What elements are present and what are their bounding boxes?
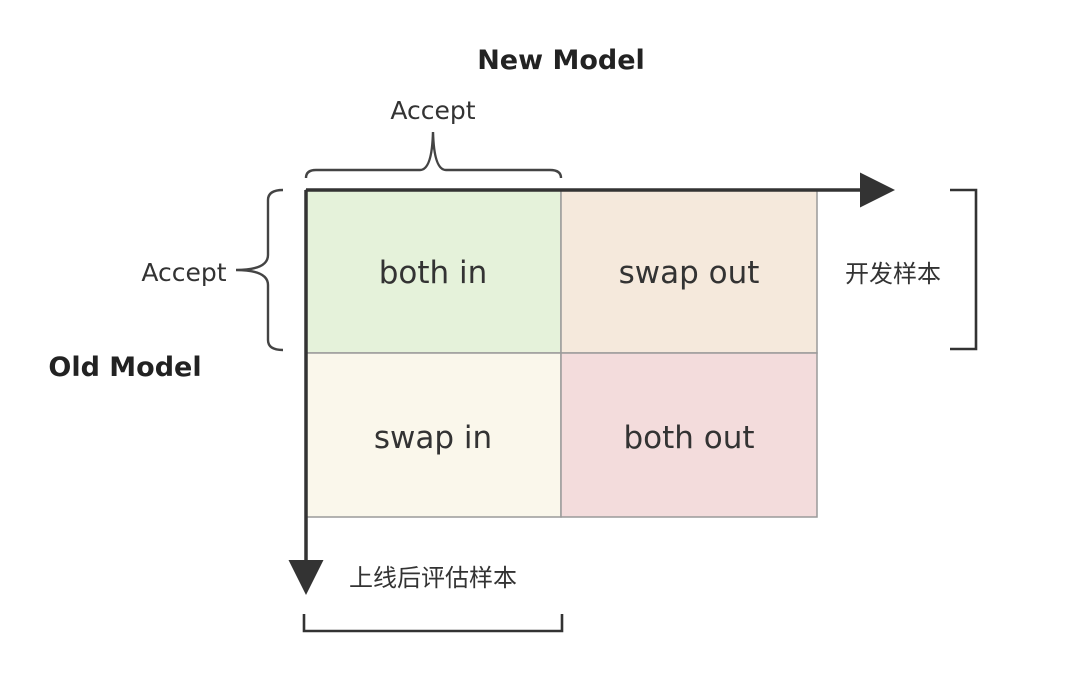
cell-swap-in-label: swap in — [374, 420, 492, 456]
right-bracket — [950, 188, 978, 351]
new-model-title: New Model — [477, 45, 645, 76]
bottom-eval-sample-label: 上线后评估样本 — [349, 564, 517, 592]
cell-both-in-label: both in — [379, 255, 488, 291]
cell-swap-out-label: swap out — [619, 255, 760, 291]
cell-swap-in — [305, 352, 562, 518]
cell-both-in — [305, 189, 562, 354]
bottom-bracket — [302, 614, 564, 633]
top-accept-label: Accept — [390, 96, 475, 125]
cell-swap-out — [560, 189, 818, 354]
old-model-title: Old Model — [48, 352, 201, 383]
left-accept-label: Accept — [141, 258, 226, 287]
top-accept-brace — [304, 131, 563, 179]
cell-both-out — [560, 352, 818, 518]
right-dev-sample-label: 开发样本 — [845, 260, 941, 288]
left-accept-brace — [235, 188, 284, 352]
cell-both-out-label: both out — [623, 420, 754, 456]
